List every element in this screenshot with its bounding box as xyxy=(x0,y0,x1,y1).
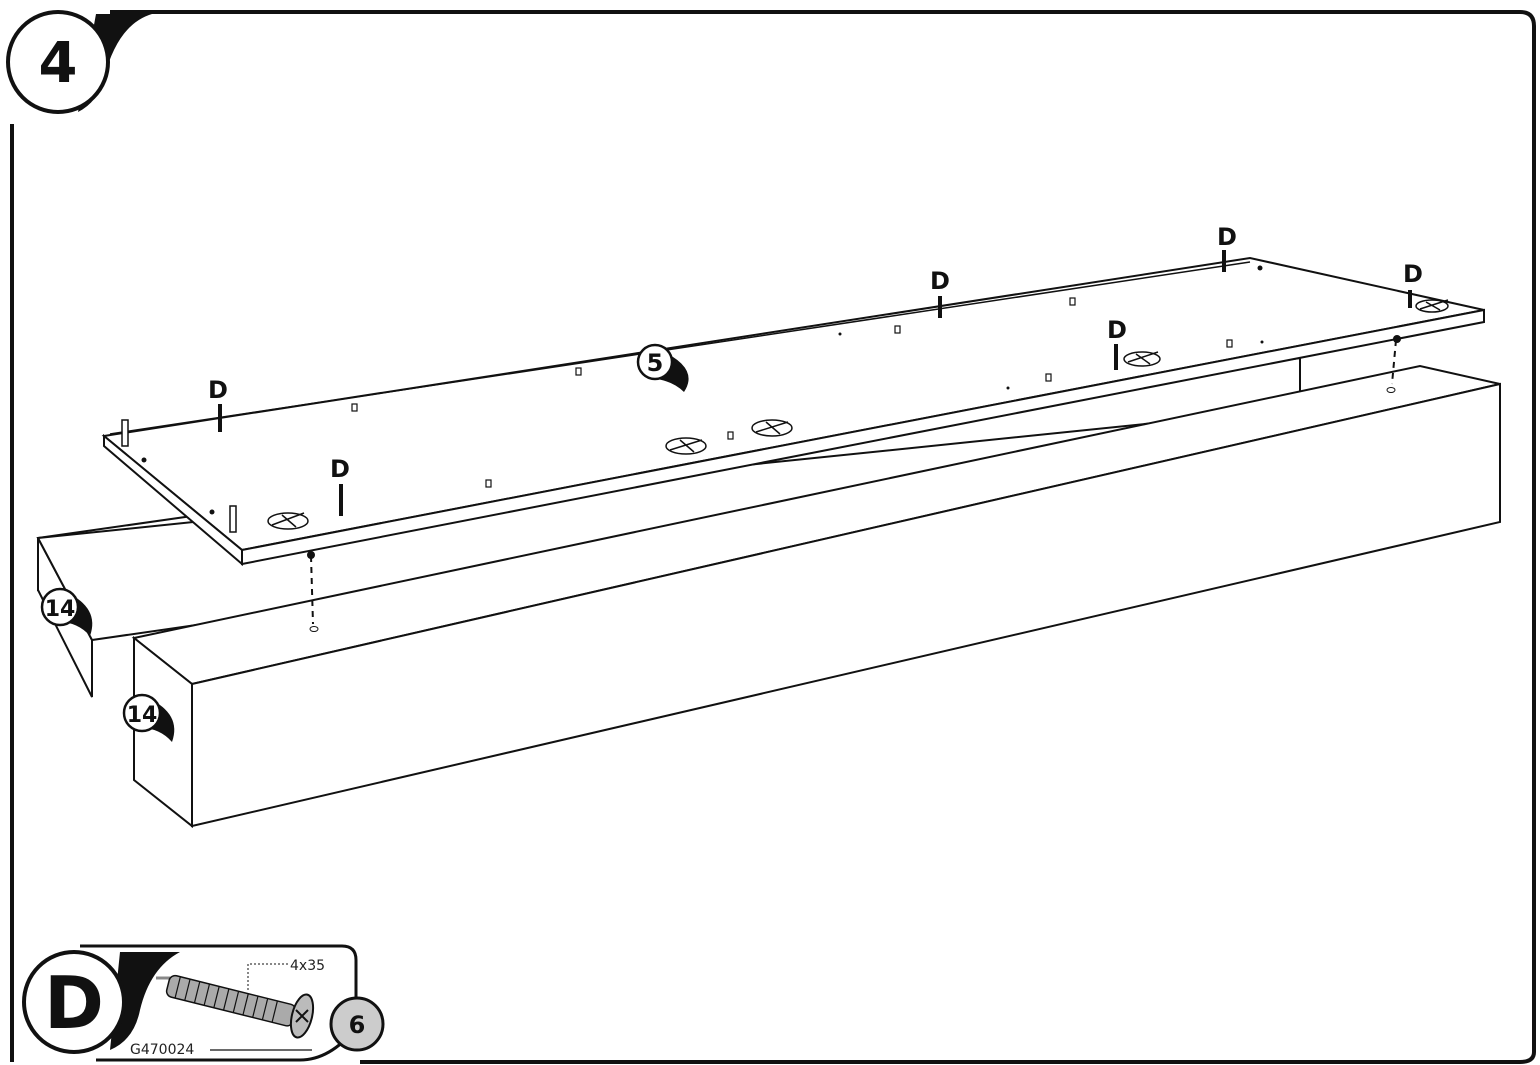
beam-front xyxy=(131,364,1501,829)
top-panel xyxy=(101,256,1485,567)
screw-labels: D D D D D D xyxy=(208,223,1423,483)
hardware-quantity: 6 xyxy=(349,1011,366,1039)
screws xyxy=(218,250,1412,516)
screw-icon xyxy=(156,974,315,1039)
cam-fittings xyxy=(267,299,1449,530)
part-label: 14 xyxy=(45,597,76,622)
part-badge-14-front: 14 xyxy=(122,693,175,742)
screw-label: D xyxy=(1107,316,1127,344)
part-badge-5: 5 xyxy=(636,343,689,392)
hardware-code: G470024 xyxy=(130,1042,194,1058)
screw-label: D xyxy=(930,267,950,295)
screw-label: D xyxy=(208,376,228,404)
hardware-legend: D 4x35 G470024 6 xyxy=(22,944,385,1062)
screw-label: D xyxy=(330,455,350,483)
part-label: 5 xyxy=(647,349,664,377)
insertion-guides xyxy=(310,339,1397,625)
hardware-letter: D xyxy=(44,961,104,1045)
part-badge-14-back: 14 xyxy=(40,587,93,636)
step-badge: 4 xyxy=(6,10,152,114)
step-frame xyxy=(10,10,1536,1064)
hardware-size: 4x35 xyxy=(290,958,325,974)
part-label: 14 xyxy=(127,703,158,728)
screw-label: D xyxy=(1217,223,1237,251)
screw-label: D xyxy=(1403,260,1423,288)
step-number: 4 xyxy=(39,31,78,96)
